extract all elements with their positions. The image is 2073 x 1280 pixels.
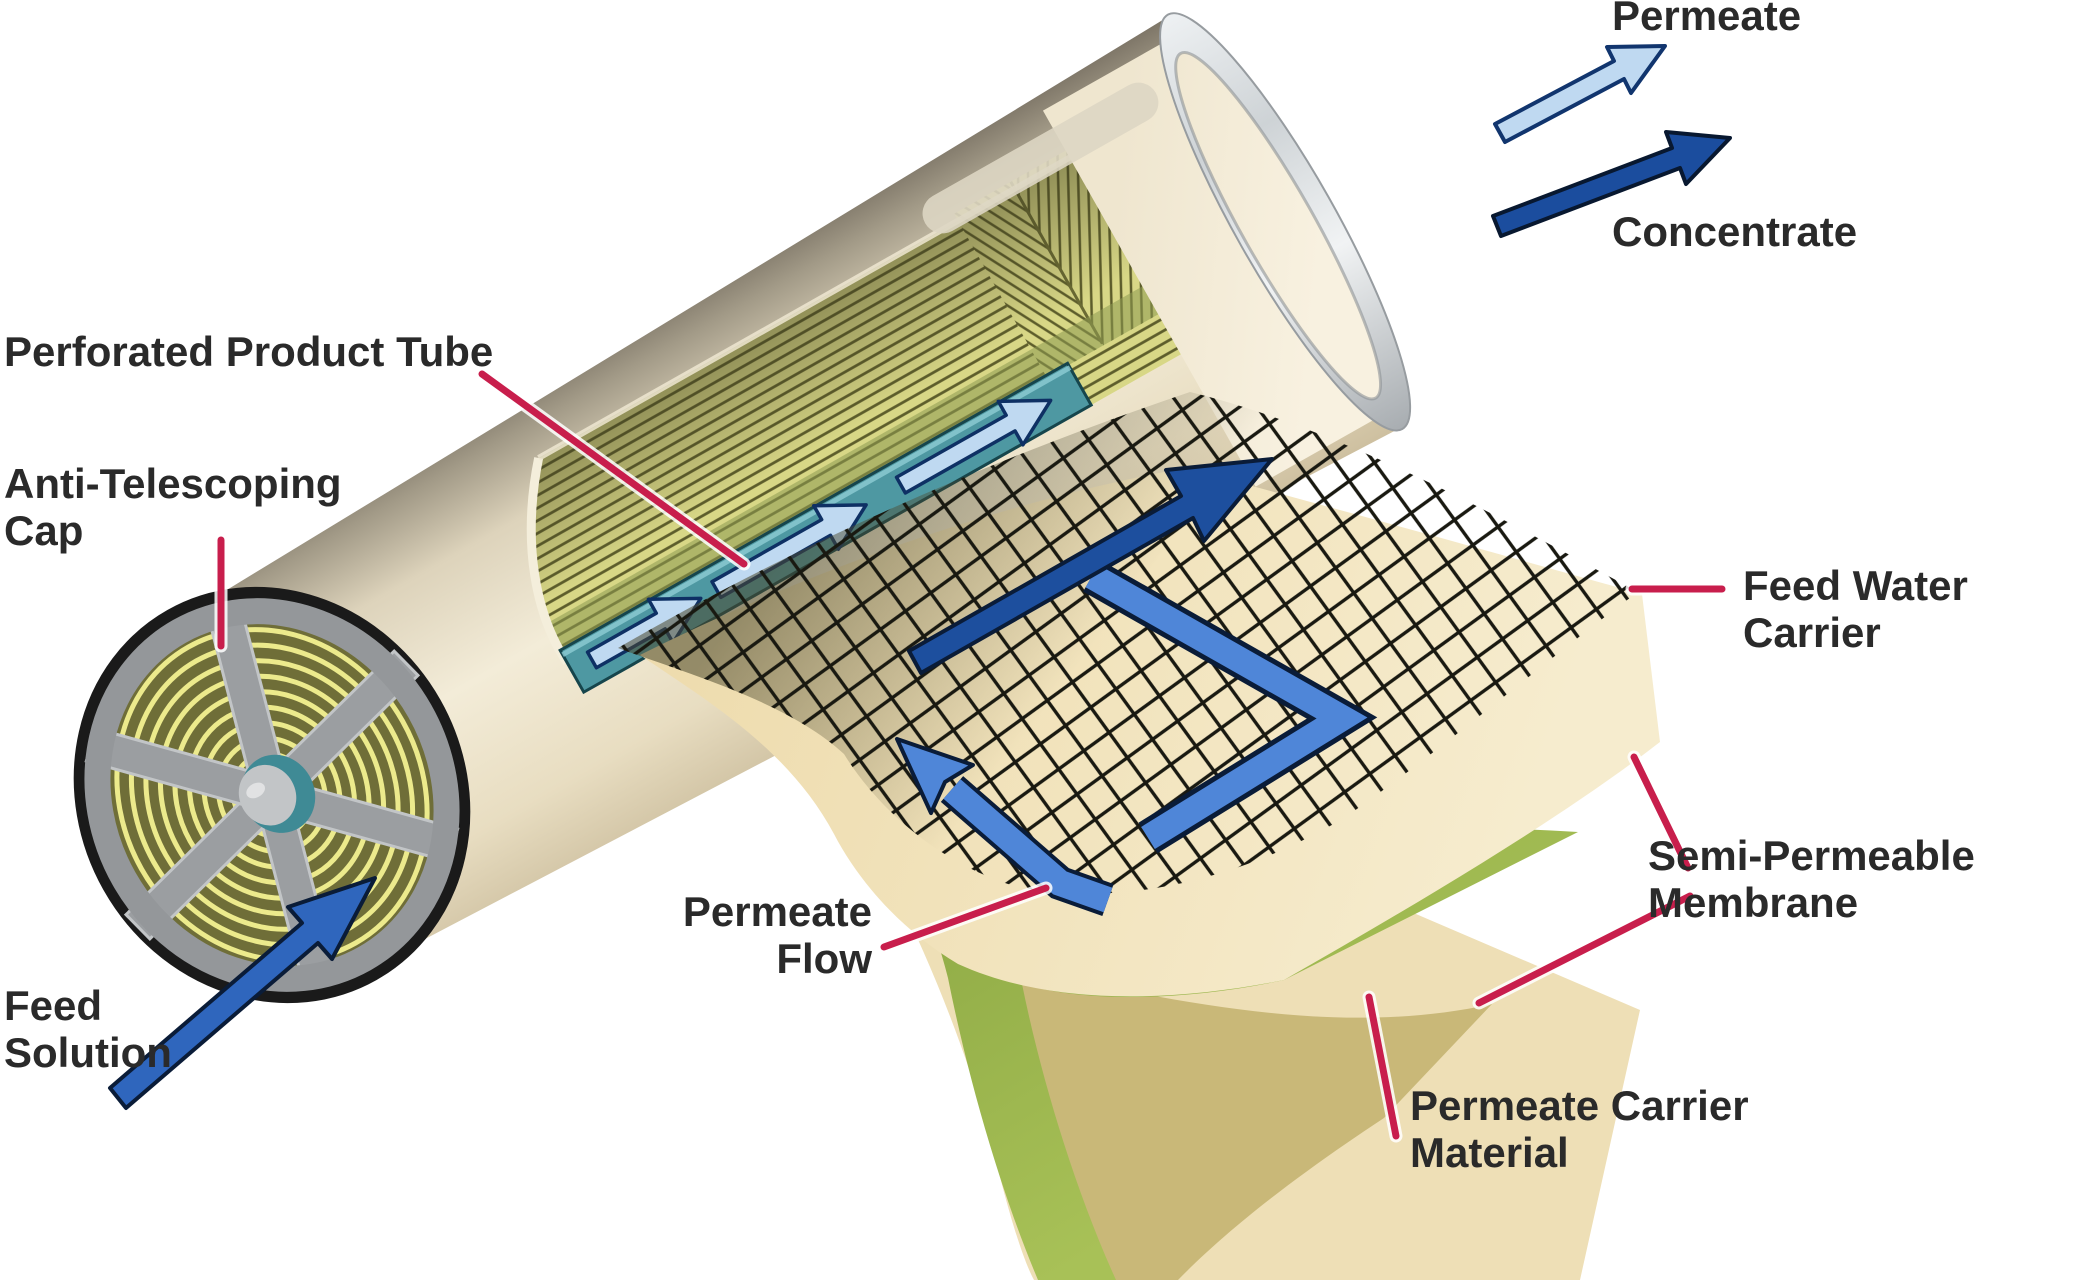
cap-seal-ring: [73, 586, 471, 1004]
cap-hub: [238, 764, 297, 826]
cut-edge-highlight: [526, 457, 571, 666]
hub-highlight: [246, 782, 266, 799]
semi-permeable-membrane-bottom: [1004, 966, 1492, 1280]
label-concentrate: Concentrate: [1612, 208, 1858, 255]
leader-membrane-bottom: [1475, 892, 1694, 1007]
shell-groove-highlight: [922, 82, 1159, 234]
element-end-face: [1175, 52, 1381, 399]
leader-lines: [214, 367, 1729, 1143]
cap-outer-band: [84, 598, 460, 992]
leader-permeate-carrier: [1365, 993, 1400, 1140]
element-dome: [1042, 32, 1394, 487]
label-feed-solution: Feed Solution: [4, 982, 172, 1077]
permeate-exit-arrow: [1493, 44, 1667, 144]
feed-water-carrier-mesh: [618, 392, 1638, 894]
label-permeate-carrier-material: Permeate Carrier Material: [1410, 1082, 1749, 1177]
concentrate-exit-arrow: [1491, 130, 1732, 238]
label-permeate-flow: Permeate Flow: [682, 888, 872, 983]
label-semi-permeable-membrane: Semi-Permeable Membrane: [1648, 832, 1975, 927]
label-permeate: Permeate: [1612, 0, 1802, 39]
permeate-flow-arrow: [895, 737, 1114, 917]
cap-spokes: [84, 606, 460, 984]
feed-branch-arrow: [1083, 560, 1378, 854]
feed-flow-arrow: [907, 457, 1274, 675]
label-perforated-product-tube: Perforated Product Tube: [4, 328, 494, 375]
leader-membrane-top: [1630, 753, 1692, 872]
window-shadow: [531, 156, 1183, 693]
leader-product-tube: [478, 370, 748, 568]
feed-solution-arrow: [108, 876, 377, 1110]
label-feed-water-carrier: Feed Water Carrier: [1743, 562, 1968, 657]
label-anti-telescoping-cap: Anti-Telescoping Cap: [4, 460, 342, 555]
mesh-grid: [618, 392, 1638, 894]
leader-permeate-flow: [880, 884, 1050, 951]
cutaway-window: [526, 149, 1183, 693]
